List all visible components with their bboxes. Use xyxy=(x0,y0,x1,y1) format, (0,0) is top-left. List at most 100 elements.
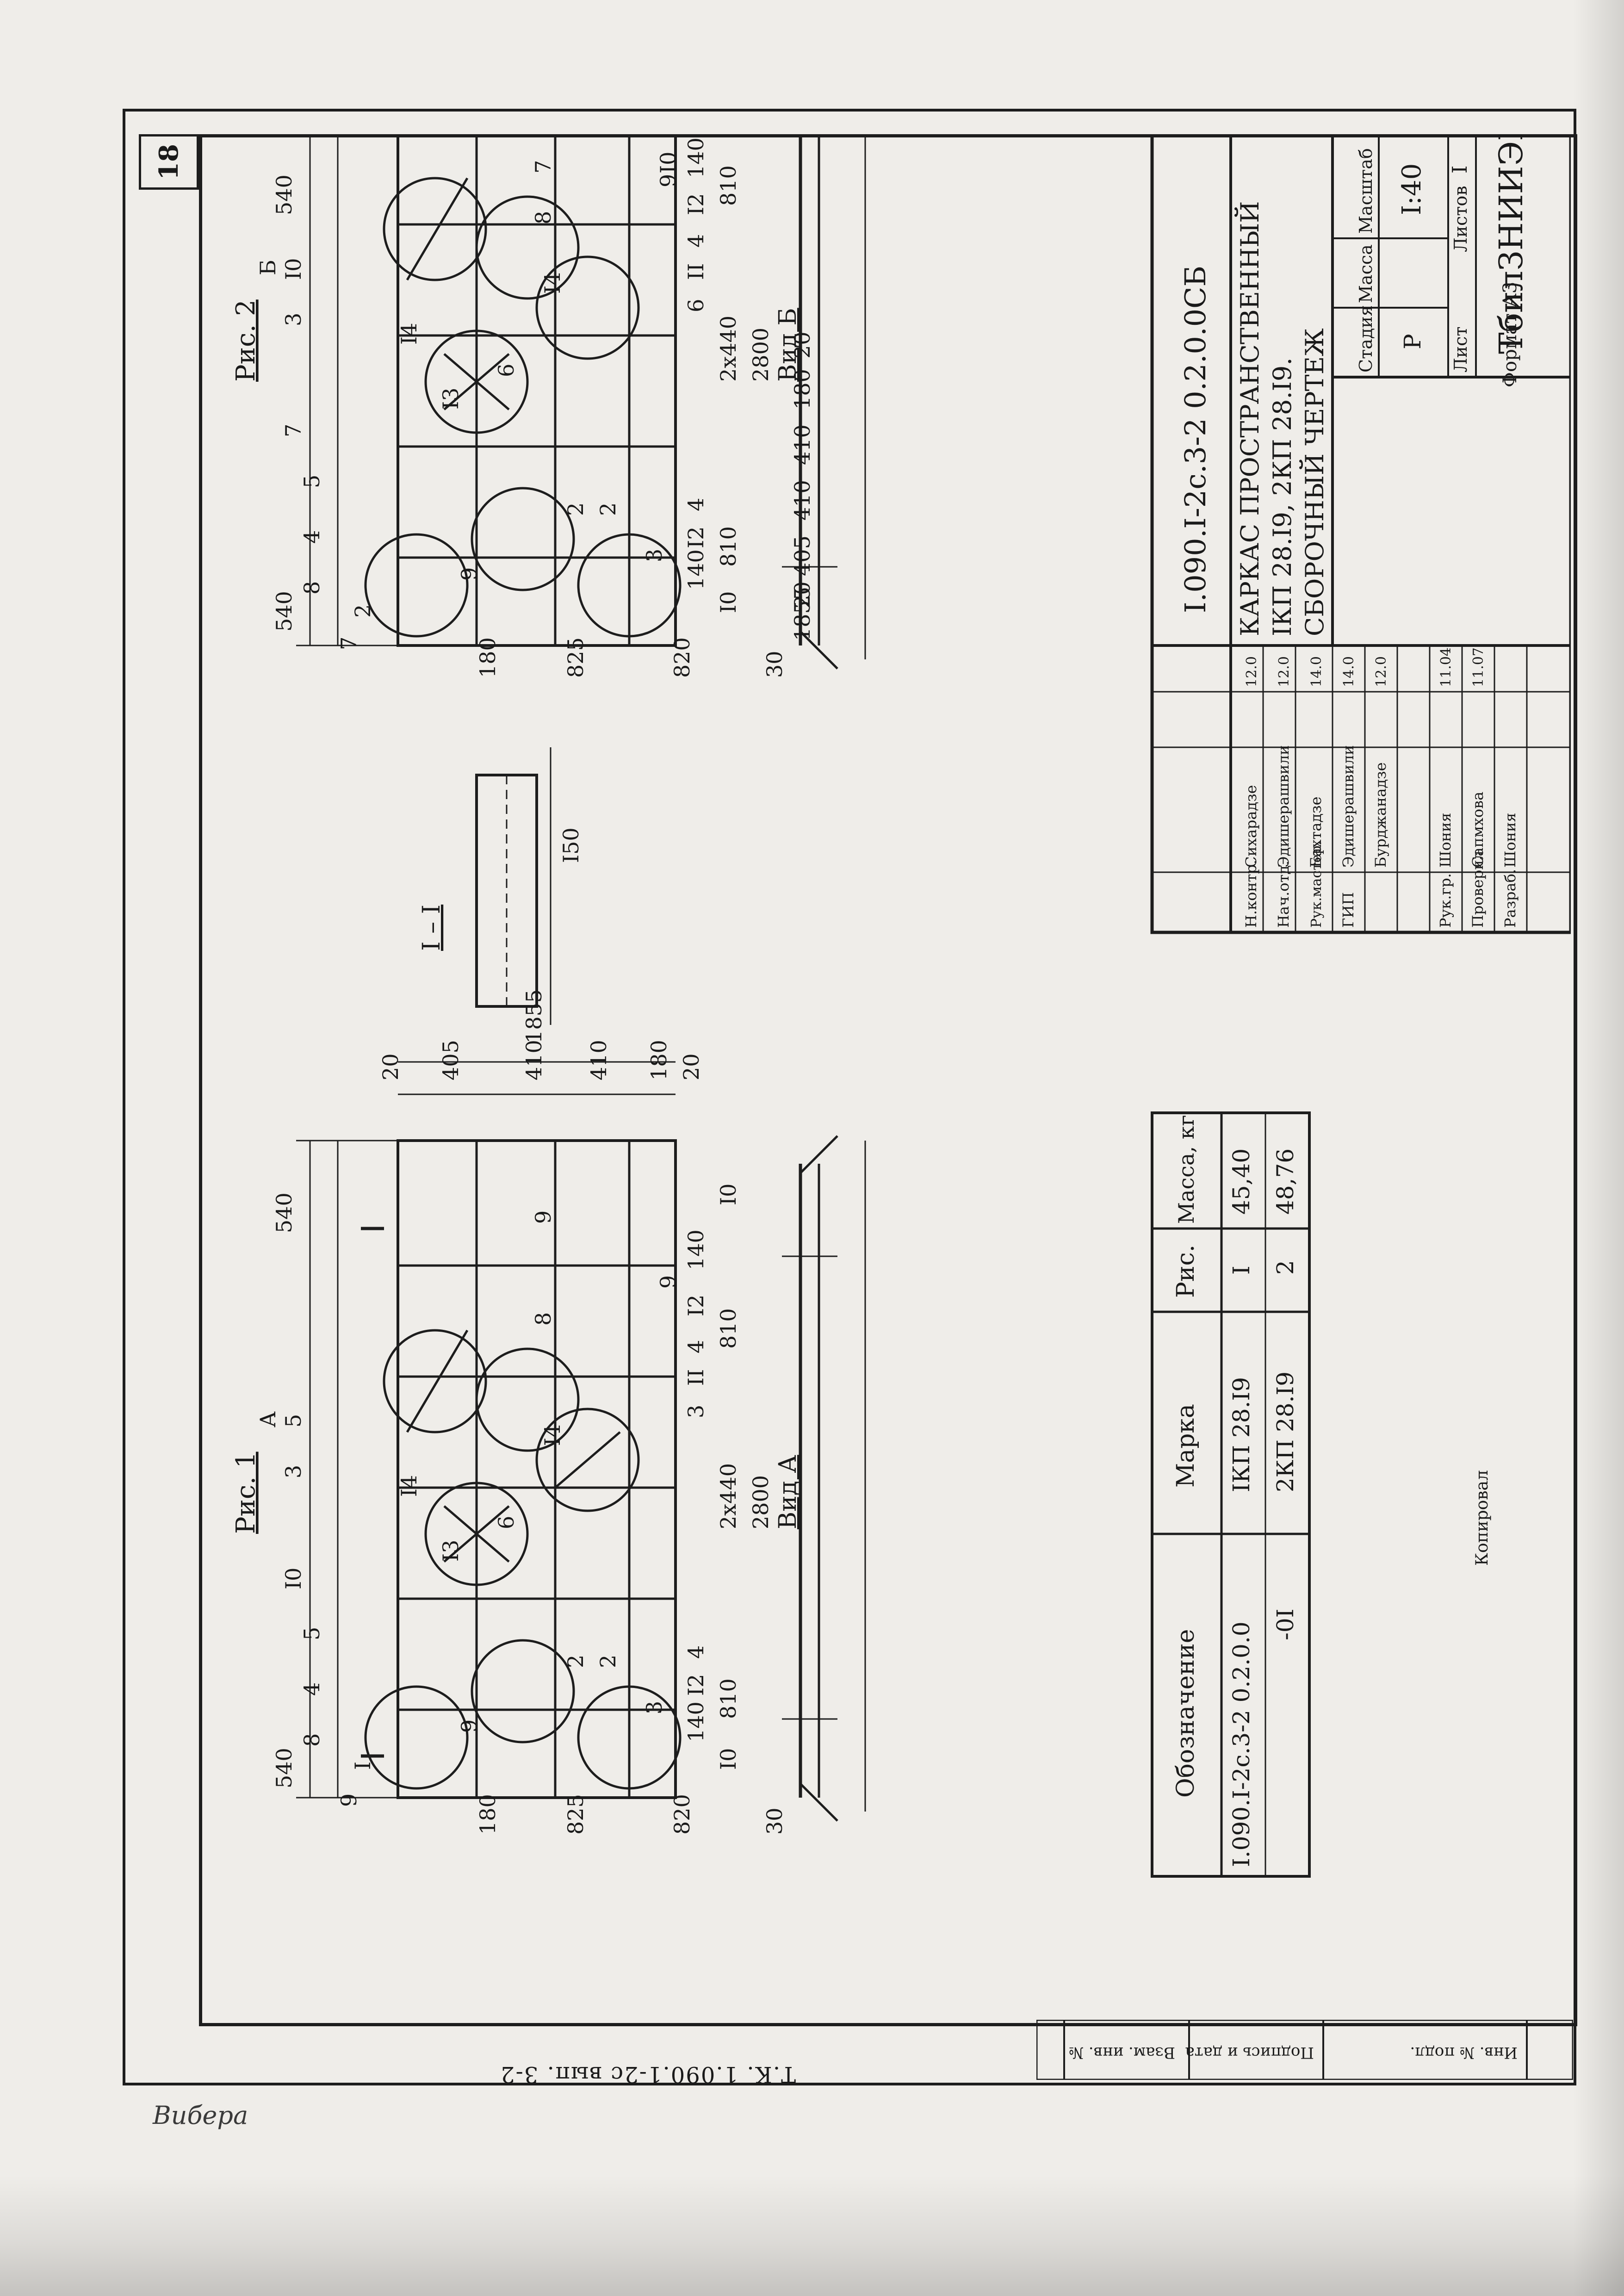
signer-date-1: 12.0 xyxy=(1244,656,1260,687)
fig2-pos-14a: I4 xyxy=(397,323,421,345)
title-line3: СБОРОЧНЫЙ ЧЕРТЕЖ xyxy=(1299,328,1329,636)
fig2-pos-5: 5 xyxy=(299,475,324,488)
fig1-pos-6: 6 xyxy=(494,1516,519,1529)
fig1-pos-10: I0 xyxy=(281,1568,306,1589)
signer-role-8: Разраб. xyxy=(1501,869,1519,928)
fig2-pos-13: I3 xyxy=(438,388,463,410)
fig1-dim-2800: 2800 xyxy=(748,1475,773,1529)
fig2-dim-4a: 4 xyxy=(683,498,708,511)
fig1-pos-9c: 9 xyxy=(531,1210,556,1224)
fig1-pos-5b: 5 xyxy=(281,1414,306,1427)
signer-name-8: Шония xyxy=(1501,813,1519,868)
fig1-side-180: 180 xyxy=(475,1794,500,1835)
signer-date-3: 14.0 xyxy=(1308,656,1325,687)
title-scale-label: Масштаб xyxy=(1356,148,1376,234)
title-mass-label: Масса xyxy=(1356,244,1376,303)
fig2-pos-3b: 3 xyxy=(642,549,667,562)
fig2-dim-10a: I0 xyxy=(716,591,741,613)
spec-header-designation: Обозначение xyxy=(1172,1629,1200,1798)
signer-role-7: Проверил xyxy=(1469,850,1487,928)
view-b xyxy=(782,134,866,670)
fig2-side-180: 180 xyxy=(475,637,500,678)
signer-date-7: 11.07 xyxy=(1470,647,1487,687)
spec-table xyxy=(1151,1111,1311,1878)
fig2-side-405: 405 xyxy=(790,535,815,576)
fig2-dim-810b: 810 xyxy=(716,165,741,206)
scan-bottom-noise xyxy=(0,2175,1624,2296)
fig1-pos-8b: 8 xyxy=(531,1312,556,1326)
signer-name-3: Бахтадзе xyxy=(1307,796,1325,868)
fig2-pos-3: 3 xyxy=(281,313,306,326)
spec-row2-designation: -0I xyxy=(1272,1609,1299,1640)
fig1-pos-9b: 9 xyxy=(457,1719,482,1733)
fig1-dim-810a: 810 xyxy=(716,1678,741,1719)
fig2-dim-140a: 140 xyxy=(683,549,708,590)
sheet-number-box: 18 xyxy=(139,134,199,190)
handwritten-signature: Вибера xyxy=(153,2101,248,2130)
title-scale: I:40 xyxy=(1397,163,1427,215)
fig1-pos-4: 4 xyxy=(299,1682,324,1696)
fig1-pos-3: 3 xyxy=(281,1465,306,1478)
spec-header-mass: Масса, кг xyxy=(1174,1115,1199,1224)
signer-role-4: ГИП xyxy=(1339,892,1357,928)
signer-role-6: Рук.гр. xyxy=(1437,873,1454,928)
fig2-arrow-b: Б xyxy=(255,260,280,275)
spec-row2-mass: 48,76 xyxy=(1272,1148,1299,1215)
fig2-side-820: 820 xyxy=(669,637,694,678)
spec-row2-mark: 2КП 28.I9 xyxy=(1272,1371,1299,1492)
sheet-number: 18 xyxy=(154,144,184,180)
fig1-pos-2a: 2 xyxy=(563,1655,588,1668)
fig2-dim-4b: 4 xyxy=(683,234,708,248)
fig2-dim-810a: 810 xyxy=(716,526,741,567)
title-sheets: I xyxy=(1448,166,1472,174)
drawing-canvas: Рис. 1 А 540 540 810 2х440 810 2800 140 … xyxy=(231,134,1571,1878)
fig1-dim-11: II xyxy=(683,1369,708,1386)
fig2-dim-10b: I0 xyxy=(656,152,681,174)
stamp-sign-label: Подпись и дата xyxy=(1185,2043,1314,2062)
fig1-dim-140b: 140 xyxy=(683,1229,708,1270)
fig1-dim-10b: I0 xyxy=(716,1184,741,1205)
fig2-pos-9: 9 xyxy=(457,567,482,581)
signer-date-2: 12.0 xyxy=(1276,656,1292,687)
section-i-i xyxy=(475,747,552,1025)
fig1-pos-8: 8 xyxy=(299,1733,324,1747)
fig2-side-825: 825 xyxy=(563,637,588,678)
title-org: ТбилЗНИИЭП xyxy=(1492,134,1530,354)
fig2-dim-12a: I2 xyxy=(683,527,708,548)
fig1-pos-13: I3 xyxy=(438,1540,463,1562)
left-stamp-strip: Взам. инв. № Подпись и дата Инв. № подл. xyxy=(1036,2020,1573,2080)
spec-row2-fig: 2 xyxy=(1272,1260,1299,1275)
fig2-pos-2b: 2 xyxy=(563,503,588,516)
fig2-dim-540a: 540 xyxy=(272,591,297,632)
title-line2: IКП 28.I9, 2КП 28.I9. xyxy=(1268,358,1297,636)
scan-right-shadow xyxy=(1573,0,1624,2296)
fig1-side-405: 405 xyxy=(438,1040,463,1080)
fig1-side-410a: 410 xyxy=(521,1040,546,1080)
fig2-pos-4: 4 xyxy=(299,530,324,544)
title-sheet-label: Лист xyxy=(1450,327,1471,372)
fig2-dim-11: II xyxy=(683,263,708,280)
title-stage: Р xyxy=(1399,334,1426,349)
fig1-dim-10a: I0 xyxy=(716,1748,741,1770)
signer-date-5: 12.0 xyxy=(1373,656,1389,687)
fig1-dim-4b: 4 xyxy=(683,1340,708,1353)
fig2-pos-2c: 2 xyxy=(595,503,620,516)
signer-name-2: Эдишерашвили xyxy=(1275,745,1292,868)
fig2-title: Рис. 2 xyxy=(231,299,261,382)
fig1-title: Рис. 1 xyxy=(231,1452,261,1534)
fig2-dim-12b: I2 xyxy=(683,193,708,215)
fig2-pos-7: 7 xyxy=(336,637,361,650)
fig1-side-1855: 1855 xyxy=(521,989,546,1043)
view-b-label: Вид Б xyxy=(774,308,802,382)
fig1-pos-14a: I4 xyxy=(397,1475,421,1497)
fig1-side-20a: 20 xyxy=(378,1053,403,1080)
fig2-side-410b: 410 xyxy=(790,424,815,465)
stamp-inv-label: Взам. инв. № xyxy=(1069,2043,1175,2062)
signer-name-1: Сихарадзе xyxy=(1242,785,1260,868)
spec-header-mark: Марка xyxy=(1172,1404,1200,1488)
fig2-dim-9: 9 xyxy=(656,174,681,187)
fig2-pos-8: 8 xyxy=(299,581,324,595)
stamp-invpodl-label: Инв. № подл. xyxy=(1410,2043,1518,2062)
fig1-dim-4a: 4 xyxy=(683,1645,708,1659)
